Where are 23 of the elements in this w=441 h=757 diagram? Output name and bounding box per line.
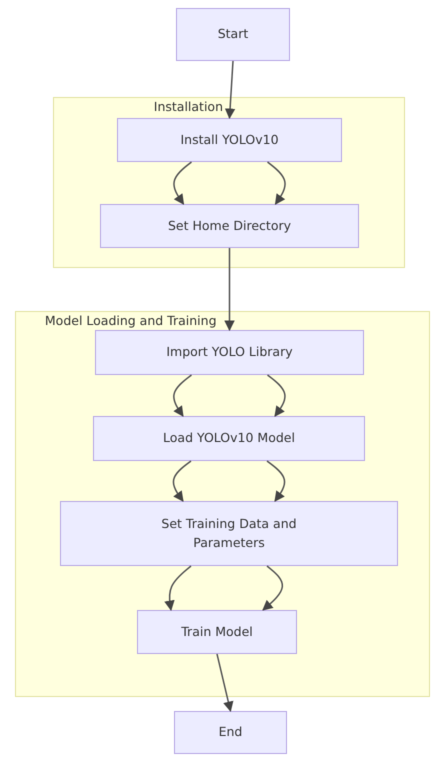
arrow [224, 60, 236, 120]
process-box: Install YOLOv10 [117, 118, 342, 162]
group-title: Installation [154, 99, 223, 114]
group-panel [53, 97, 405, 268]
arrow [216, 654, 234, 712]
process-box: Load YOLOv10 Model [93, 416, 365, 461]
process-box: End [174, 711, 287, 754]
arrow [224, 248, 235, 332]
process-box: Train Model [137, 610, 297, 654]
process-box: Set Home Directory [100, 204, 359, 248]
arrow [267, 161, 286, 205]
arrow [266, 460, 286, 502]
process-box: Import YOLO Library [95, 330, 364, 375]
group-panel [15, 311, 430, 697]
arrow [262, 565, 284, 611]
process-box: Start [176, 8, 290, 61]
arrow [267, 374, 286, 417]
arrow [173, 374, 192, 417]
arrow [172, 460, 192, 502]
group-title: Model Loading and Training [44, 313, 216, 328]
arrow [164, 565, 192, 612]
process-box: Set Training Data and Parameters [60, 501, 398, 566]
arrow [173, 161, 192, 205]
